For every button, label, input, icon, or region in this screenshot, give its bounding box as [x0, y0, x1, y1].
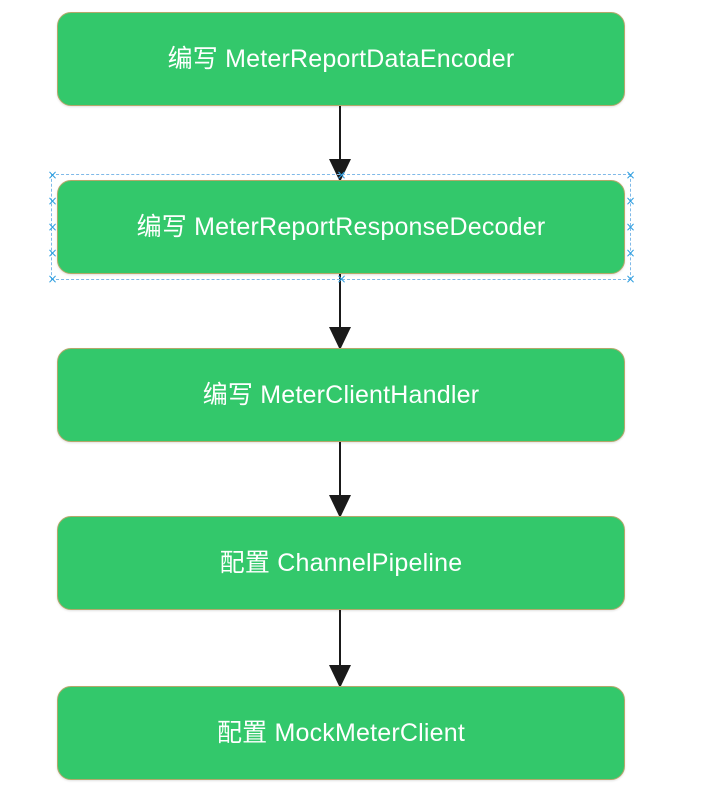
flow-node-label: 编写 MeterReportDataEncoder — [167, 45, 515, 73]
flow-node-channel-pipeline[interactable]: 配置 ChannelPipeline — [57, 516, 625, 610]
connector-arrow — [327, 106, 353, 182]
resize-handle-right-lower[interactable]: × — [625, 246, 636, 260]
connector-arrow — [327, 274, 353, 350]
flow-node-label: 编写 MeterReportResponseDecoder — [136, 213, 546, 241]
resize-handle-middle-right[interactable]: × — [625, 220, 636, 234]
flow-node-meter-report-data-encoder[interactable]: 编写 MeterReportDataEncoder — [57, 12, 625, 106]
connector-arrow — [327, 610, 353, 688]
flow-node-mock-meter-client[interactable]: 配置 MockMeterClient — [57, 686, 625, 780]
flow-node-label: 配置 MockMeterClient — [216, 719, 466, 747]
flow-node-label: 编写 MeterClientHandler — [202, 381, 480, 409]
flow-node-meter-report-response-decoder[interactable]: 编写 MeterReportResponseDecoder — [57, 180, 625, 274]
resize-handle-right-upper[interactable]: × — [625, 194, 636, 208]
resize-handle-bottom-right[interactable]: × — [625, 272, 636, 286]
connector-arrow — [327, 442, 353, 518]
resize-handle-top-right[interactable]: × — [625, 168, 636, 182]
flow-node-label: 配置 ChannelPipeline — [219, 549, 463, 577]
flow-node-meter-client-handler[interactable]: 编写 MeterClientHandler — [57, 348, 625, 442]
resize-handle-top-left[interactable]: × — [47, 168, 58, 182]
resize-handle-bottom-left[interactable]: × — [47, 272, 58, 286]
resize-handle-bottom-center[interactable]: × — [336, 272, 347, 286]
